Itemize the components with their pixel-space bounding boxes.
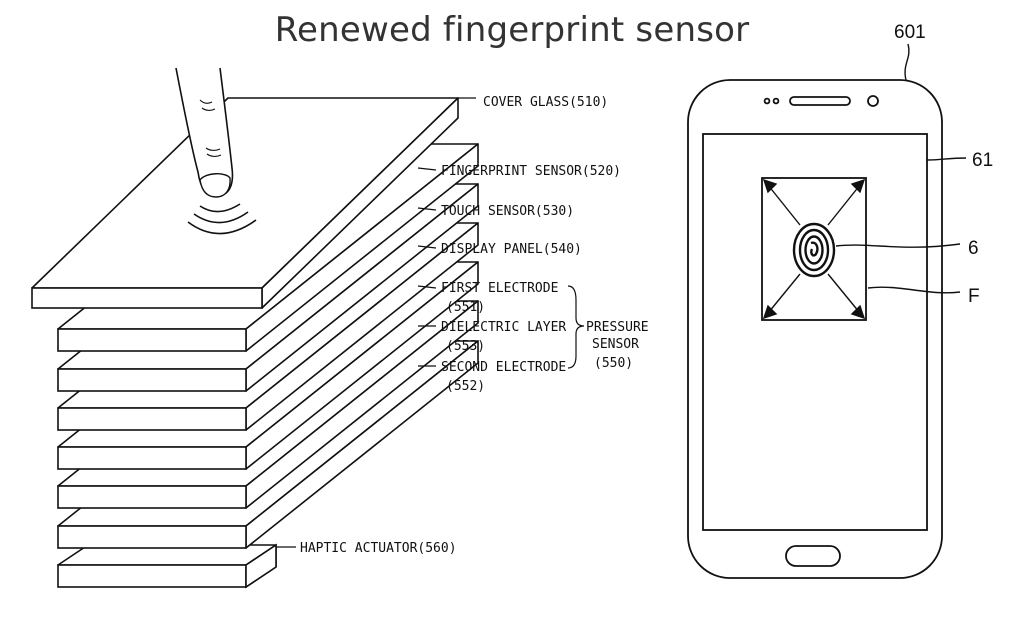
page-title: Renewed fingerprint sensor — [274, 10, 750, 50]
label-cover-glass: COVER GLASS(510) — [483, 95, 608, 110]
phone-body — [687, 79, 943, 579]
light-sensor-icon — [772, 97, 780, 105]
layer-haptic-actuator — [57, 543, 277, 589]
layer-cover-glass — [31, 97, 459, 309]
earpiece-icon — [789, 96, 851, 106]
label-first-electrode-number: (551) — [446, 300, 485, 315]
phone-screen — [702, 133, 928, 531]
label-fingerprint-sensor: FINGERPRINT SENSOR(520) — [441, 164, 621, 179]
ref-device-601: 601 — [894, 22, 926, 43]
home-button — [785, 545, 841, 567]
label-pressure-sensor-line1: PRESSURE — [586, 320, 649, 335]
label-first-electrode: FIRST ELECTRODE — [441, 281, 558, 296]
label-touch-sensor: TOUCH SENSOR(530) — [441, 204, 574, 219]
label-display-panel: DISPLAY PANEL(540) — [441, 242, 582, 257]
expand-arrows — [762, 178, 866, 320]
label-pressure-sensor-number: (550) — [594, 356, 633, 371]
fingerprint-icon — [792, 222, 836, 278]
label-second-electrode: SECOND ELECTRODE — [441, 360, 566, 375]
ref-area-F: F — [968, 286, 980, 307]
fingerprint-area — [761, 177, 867, 321]
layer-stack: COVER GLASS(510) FINGERPRINT SENSOR(520)… — [31, 67, 649, 589]
label-second-electrode-number: (552) — [446, 379, 485, 394]
label-dielectric-layer-number: (553) — [446, 339, 485, 354]
label-haptic-actuator: HAPTIC ACTUATOR(560) — [300, 541, 457, 556]
finger-icon — [175, 67, 234, 198]
touch-vibration-icon — [187, 203, 257, 235]
label-dielectric-layer: DIELECTRIC LAYER — [441, 320, 566, 335]
leader-lines — [276, 97, 585, 548]
label-pressure-sensor-line2: SENSOR — [592, 337, 639, 352]
proximity-sensor-icon — [763, 97, 771, 105]
front-camera-icon — [867, 95, 879, 107]
ref-fingerprint-6: 6 — [968, 238, 979, 259]
phone-illustration — [687, 43, 967, 579]
reference-leaders — [835, 43, 967, 294]
ref-display-61: 61 — [972, 150, 993, 171]
